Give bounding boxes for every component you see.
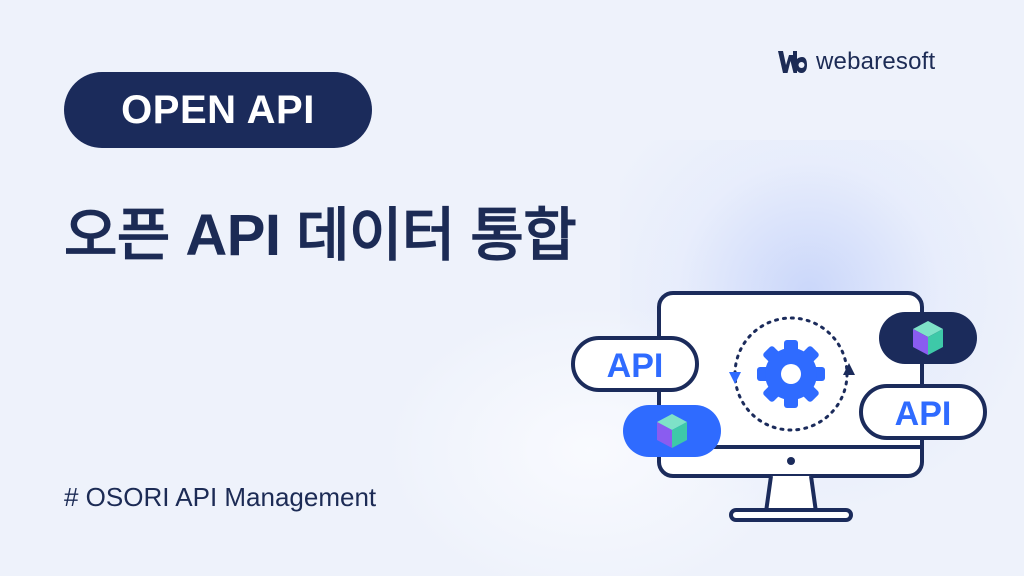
api-pill-right-label: API bbox=[895, 395, 952, 433]
wb-logo-icon bbox=[778, 51, 807, 73]
api-pill-left-label: API bbox=[607, 347, 664, 385]
hashtag-tagline: # OSORI API Management bbox=[64, 482, 377, 512]
badge-label: OPEN API bbox=[121, 87, 315, 132]
cube-icon bbox=[657, 414, 687, 448]
brand-name: webaresoft bbox=[816, 48, 936, 75]
cube-pill-left bbox=[623, 405, 721, 457]
api-integration-illustration: API API bbox=[571, 291, 987, 522]
page-title: 오픈 API 데이터 통합 bbox=[64, 203, 577, 268]
brand-logo[interactable]: webaresoft bbox=[776, 48, 935, 76]
api-pill-left: API bbox=[571, 336, 699, 392]
cube-icon bbox=[913, 321, 943, 355]
open-api-badge: OPEN API bbox=[64, 72, 372, 148]
api-pill-right: API bbox=[859, 384, 987, 440]
cube-pill-right bbox=[879, 312, 977, 364]
gear-icon bbox=[757, 340, 825, 408]
sync-arrows-icon bbox=[729, 316, 855, 432]
